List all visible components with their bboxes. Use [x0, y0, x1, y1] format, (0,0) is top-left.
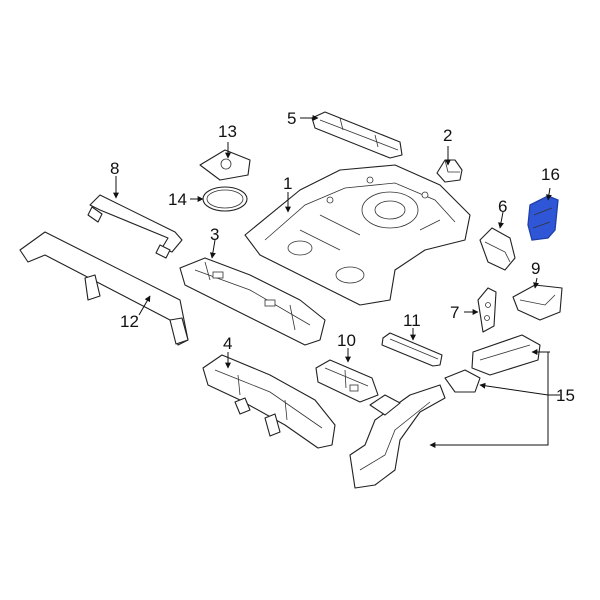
callout-7: 7	[450, 303, 459, 322]
callout-13: 13	[218, 122, 237, 141]
callout-14: 14	[168, 190, 187, 209]
callout-2: 2	[443, 126, 452, 145]
callout-11: 11	[403, 311, 421, 330]
callout-5: 5	[287, 109, 296, 128]
reinforcement[interactable]	[381, 332, 443, 367]
callout-9: 9	[531, 259, 540, 278]
callout-12: 12	[120, 312, 139, 331]
rear-floor-pan[interactable]	[244, 164, 471, 306]
leader-lines	[113, 115, 560, 448]
callout-3: 3	[210, 225, 219, 244]
crossmember[interactable]	[179, 257, 326, 346]
callout-labels: 1 2 3 4 5 6 7 8 9 10 11 12 13 14 15 16	[110, 109, 575, 405]
callout-8: 8	[110, 159, 119, 178]
callout-6: 6	[498, 197, 507, 216]
rear-side-member-assembly[interactable]	[349, 334, 541, 489]
highlighted-bracket-16[interactable]	[527, 195, 559, 241]
support-plate[interactable]	[477, 287, 497, 333]
side-member[interactable]	[202, 354, 336, 449]
side-bracket[interactable]	[479, 227, 516, 271]
callout-1: 1	[283, 174, 292, 193]
extension-member[interactable]	[315, 359, 379, 403]
seal-ring[interactable]	[202, 186, 248, 212]
callout-15: 15	[556, 386, 575, 405]
cover-plate[interactable]	[199, 149, 251, 181]
rear-rail[interactable]	[311, 111, 403, 159]
frame-bracket[interactable]	[87, 194, 183, 259]
callout-4: 4	[223, 334, 232, 353]
callout-16: 16	[541, 165, 560, 184]
callout-10: 10	[337, 331, 356, 350]
mount-bracket[interactable]	[512, 284, 563, 321]
subframe[interactable]	[19, 231, 189, 346]
small-bracket[interactable]	[436, 159, 463, 183]
